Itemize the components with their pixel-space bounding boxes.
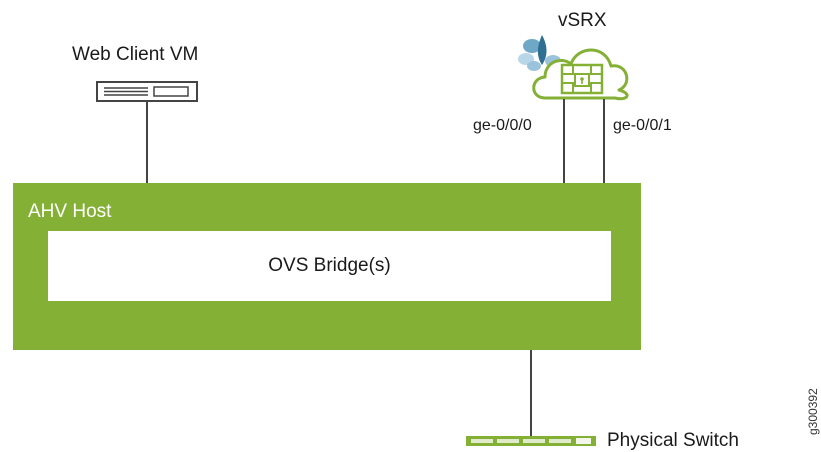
switch-link <box>530 350 532 436</box>
ovs-bridge: OVS Bridge(s) <box>48 231 611 301</box>
switch-label: Physical Switch <box>607 430 739 451</box>
vsrx-link-ge-0-0-0 <box>563 99 565 183</box>
cloud-firewall-icon <box>518 35 629 101</box>
web-client-label: Web Client VM <box>72 44 199 65</box>
server-icon <box>96 81 198 102</box>
port-label-ge-0-0-0: ge-0/0/0 <box>473 117 532 134</box>
host-label: AHV Host <box>28 201 112 222</box>
web-client-link <box>146 102 148 183</box>
port-label-ge-0-0-1: ge-0/0/1 <box>613 117 672 134</box>
vsrx-link-ge-0-0-1 <box>603 99 605 183</box>
network-switch-icon <box>466 436 596 446</box>
vsrx-label: vSRX <box>558 10 607 31</box>
ahv-host: AHV Host OVS Bridge(s) <box>13 183 641 350</box>
bridge-label: OVS Bridge(s) <box>268 255 391 276</box>
figure-id: g300392 <box>806 388 820 435</box>
